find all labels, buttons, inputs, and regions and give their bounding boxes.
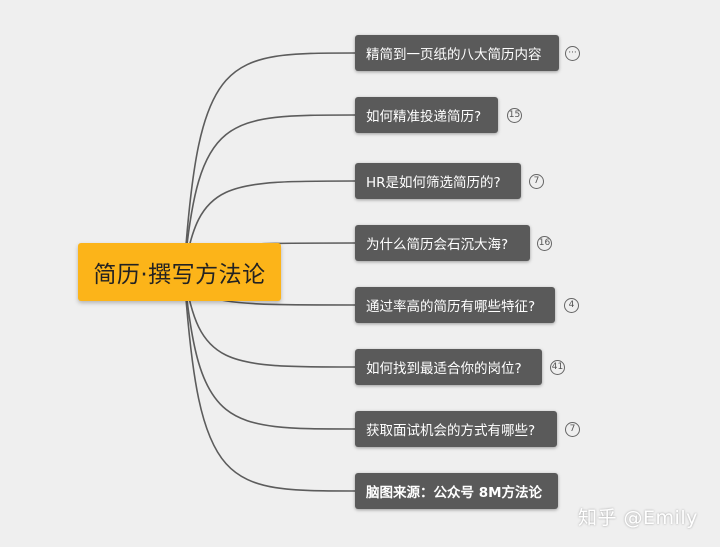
branch-node[interactable]: 脑图来源：公众号 8M方法论 bbox=[355, 473, 558, 509]
branch-connector bbox=[183, 271, 356, 430]
collapsed-count-badge[interactable]: 15 bbox=[507, 108, 522, 123]
collapsed-count-badge[interactable]: ··· bbox=[565, 46, 580, 61]
branch-node-label: 获取面试机会的方式有哪些? bbox=[366, 423, 536, 439]
branch-node[interactable]: 通过率高的简历有哪些特征? bbox=[355, 287, 555, 323]
branch-connector bbox=[183, 114, 356, 273]
collapsed-count-badge[interactable]: 7 bbox=[529, 174, 544, 189]
branch-node[interactable]: 如何找到最适合你的岗位? bbox=[355, 349, 542, 385]
collapsed-count-badge[interactable]: 16 bbox=[537, 236, 552, 251]
branch-node-label: HR是如何筛选简历的? bbox=[366, 175, 501, 191]
collapsed-count-badge[interactable]: 7 bbox=[565, 422, 580, 437]
branch-node-label: 如何精准投递简历? bbox=[366, 109, 482, 125]
collapsed-count-badge[interactable]: 4 bbox=[564, 298, 579, 313]
branch-connector bbox=[183, 271, 356, 492]
branch-node-label: 如何找到最适合你的岗位? bbox=[366, 361, 522, 377]
branch-node[interactable]: 获取面试机会的方式有哪些? bbox=[355, 411, 557, 447]
root-topic[interactable]: 简历·撰写方法论 bbox=[78, 243, 281, 301]
branch-node-label: 脑图来源：公众号 8M方法论 bbox=[366, 485, 543, 501]
root-topic-label: 简历·撰写方法论 bbox=[93, 262, 266, 288]
branch-connector bbox=[183, 271, 356, 368]
branch-node[interactable]: HR是如何筛选简历的? bbox=[355, 163, 521, 199]
branch-node[interactable]: 精简到一页纸的八大简历内容 bbox=[355, 35, 559, 71]
branch-node[interactable]: 如何精准投递简历? bbox=[355, 97, 498, 133]
branch-node-label: 为什么简历会石沉大海? bbox=[366, 237, 509, 253]
collapsed-count-badge[interactable]: 41 bbox=[550, 360, 565, 375]
branch-node-label: 通过率高的简历有哪些特征? bbox=[366, 299, 536, 315]
branch-connector bbox=[183, 52, 356, 273]
branch-node[interactable]: 为什么简历会石沉大海? bbox=[355, 225, 530, 261]
branch-node-label: 精简到一页纸的八大简历内容 bbox=[366, 47, 542, 63]
branch-connector bbox=[183, 180, 356, 273]
watermark: 知乎 @Emily bbox=[578, 507, 698, 529]
